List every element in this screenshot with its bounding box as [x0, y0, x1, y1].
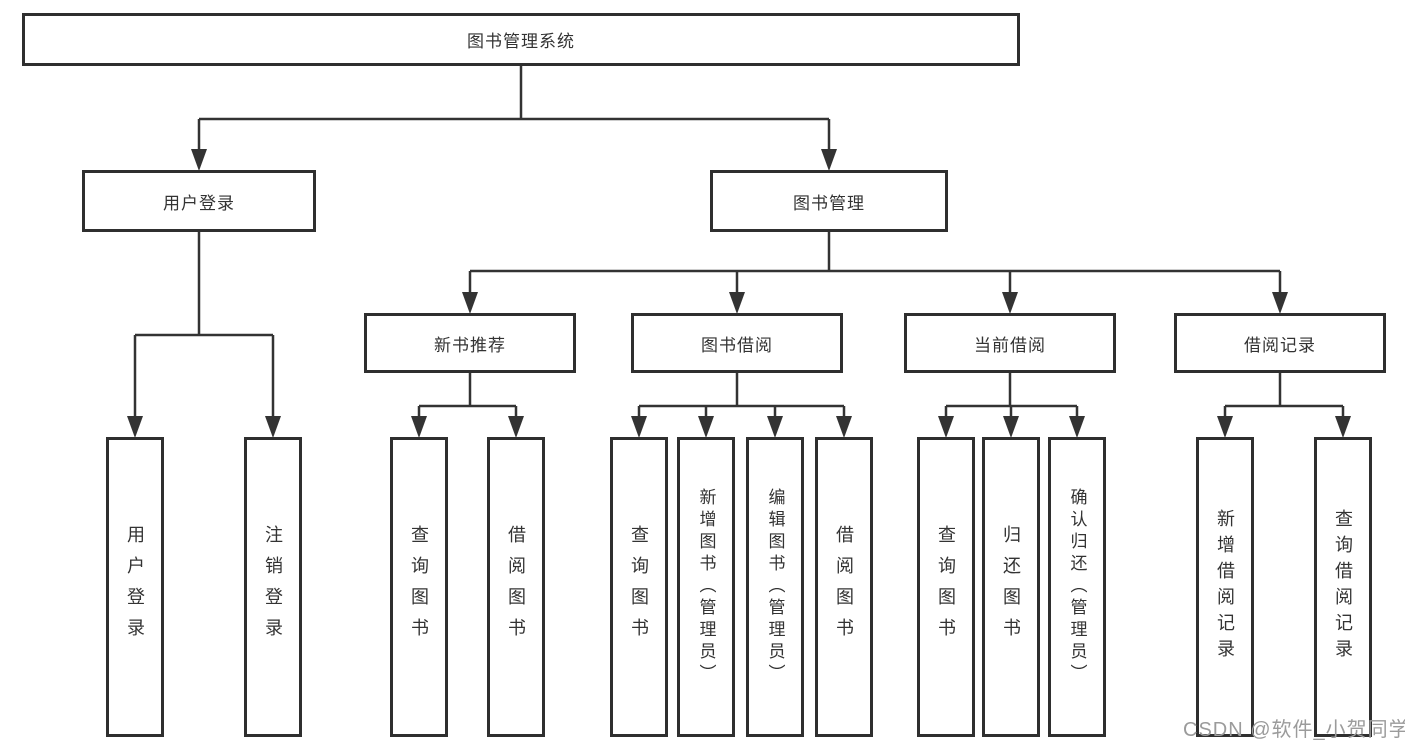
node-leaf-bb-borrow-books-label: 借阅图书: [834, 525, 854, 649]
node-leaf-logout: 注销登录: [244, 437, 302, 737]
node-leaf-logout-label: 注销登录: [263, 525, 283, 649]
node-leaf-bb-query-books-label: 查询图书: [629, 525, 649, 649]
node-leaf-rec-query-books-label: 查询图书: [409, 525, 429, 649]
node-leaf-cb-return-books-label: 归还图书: [1001, 525, 1021, 649]
node-leaf-user-login: 用户登录: [106, 437, 164, 737]
node-leaf-bb-query-books: 查询图书: [610, 437, 668, 737]
node-new-book-rec-label: 新书推荐: [434, 335, 506, 355]
node-borrow-records-label: 借阅记录: [1244, 335, 1316, 355]
node-leaf-br-add-record: 新增借阅记录: [1196, 437, 1254, 737]
node-user-login-group: 用户登录: [82, 170, 316, 232]
node-leaf-bb-add-books: 新增图书（管理员）: [677, 437, 735, 737]
arrowhead-icons: [127, 149, 1351, 438]
node-leaf-br-query-record-label: 查询借阅记录: [1333, 509, 1353, 665]
node-user-login-group-label: 用户登录: [163, 193, 235, 213]
node-leaf-bb-edit-books: 编辑图书（管理员）: [746, 437, 804, 737]
node-leaf-cb-return-books: 归还图书: [982, 437, 1040, 737]
node-root: 图书管理系统: [22, 13, 1020, 66]
node-leaf-cb-query-books: 查询图书: [917, 437, 975, 737]
node-book-borrow-label: 图书借阅: [701, 335, 773, 355]
node-leaf-cb-query-books-label: 查询图书: [936, 525, 956, 649]
node-leaf-user-login-label: 用户登录: [125, 525, 145, 649]
node-new-book-rec: 新书推荐: [364, 313, 576, 373]
node-leaf-br-query-record: 查询借阅记录: [1314, 437, 1372, 737]
node-current-borrow: 当前借阅: [904, 313, 1116, 373]
node-book-borrow: 图书借阅: [631, 313, 843, 373]
csdn-watermark: CSDN @软件_小贺同学: [1183, 719, 1405, 741]
node-leaf-rec-query-books: 查询图书: [390, 437, 448, 737]
node-leaf-br-add-record-label: 新增借阅记录: [1215, 509, 1235, 665]
node-current-borrow-label: 当前借阅: [974, 335, 1046, 355]
node-leaf-bb-add-books-label: 新增图书（管理员）: [696, 488, 716, 686]
node-leaf-rec-borrow-books-label: 借阅图书: [506, 525, 526, 649]
node-book-mgmt-group: 图书管理: [710, 170, 948, 232]
node-leaf-rec-borrow-books: 借阅图书: [487, 437, 545, 737]
node-leaf-bb-edit-books-label: 编辑图书（管理员）: [765, 488, 785, 686]
node-leaf-cb-confirm-return-label: 确认归还（管理员）: [1067, 488, 1087, 686]
node-leaf-bb-borrow-books: 借阅图书: [815, 437, 873, 737]
node-root-label: 图书管理系统: [467, 32, 575, 51]
node-borrow-records: 借阅记录: [1174, 313, 1386, 373]
node-leaf-cb-confirm-return: 确认归还（管理员）: [1048, 437, 1106, 737]
node-book-mgmt-group-label: 图书管理: [793, 193, 865, 213]
